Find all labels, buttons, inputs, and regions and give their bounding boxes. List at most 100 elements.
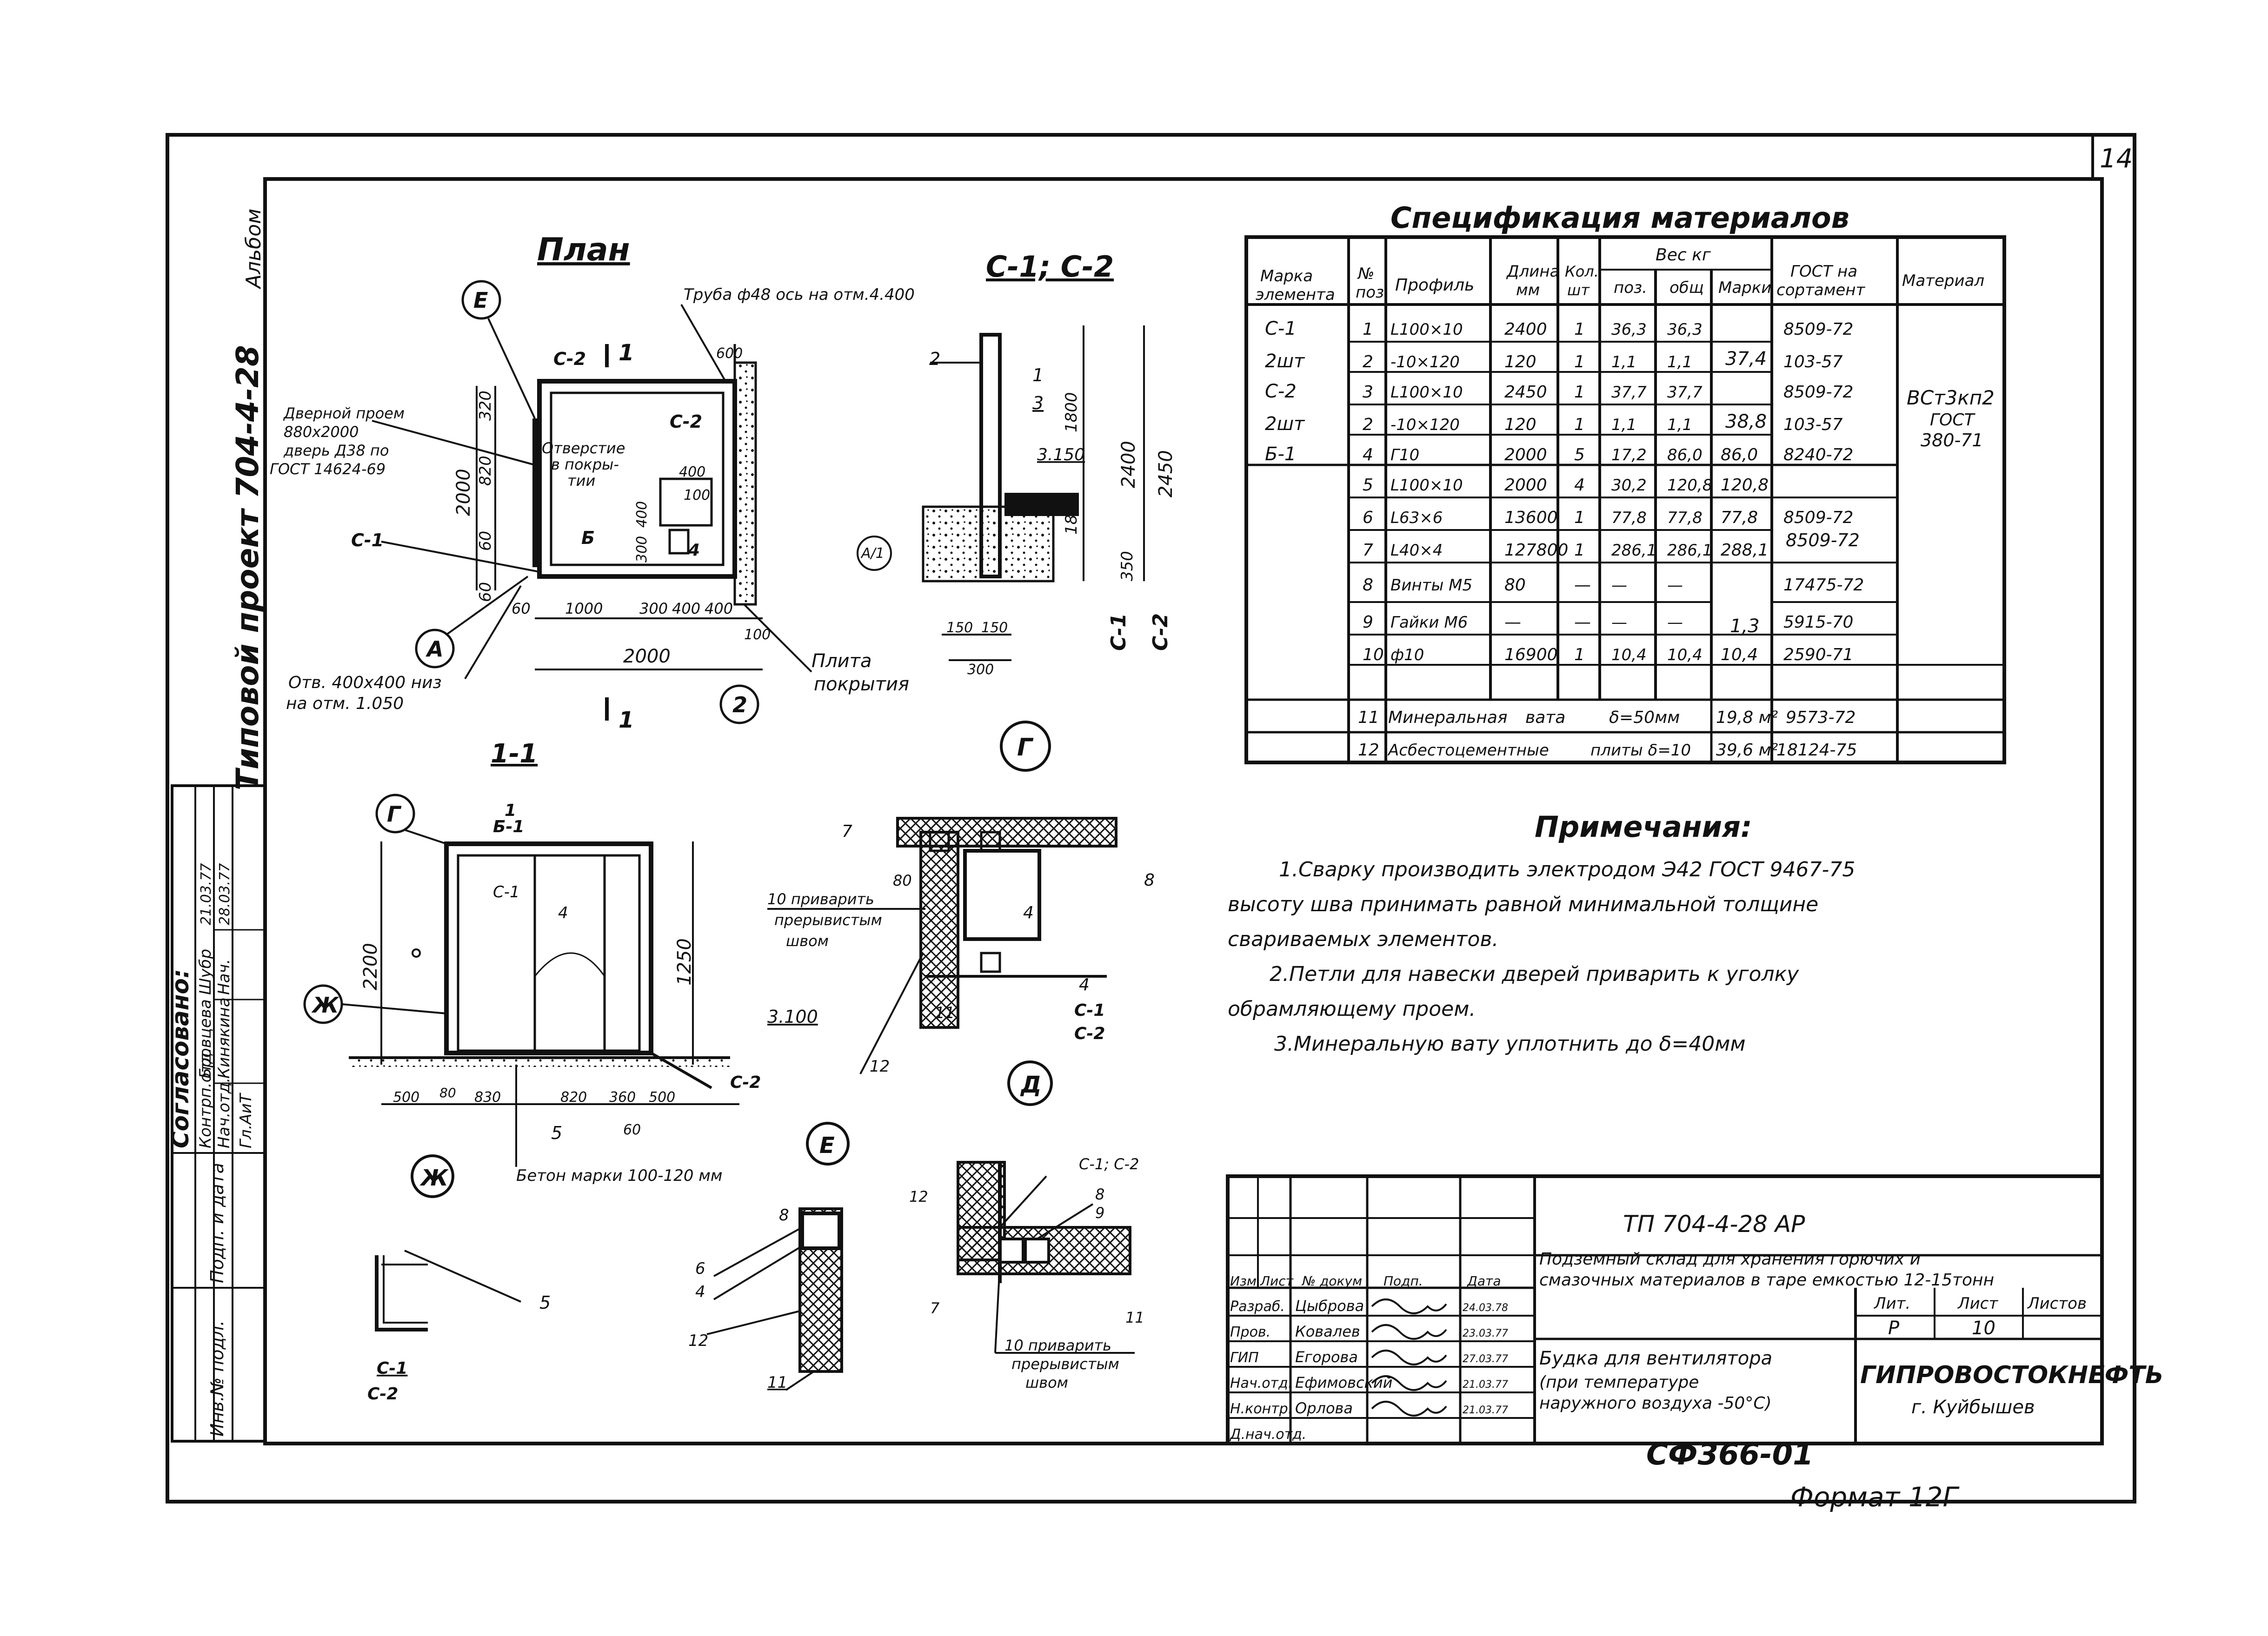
spec-cell-wt: 1,1: [1667, 416, 1692, 434]
node-d-view: 7 8 80 4 4 11 12 10 приварить прерывисты…: [767, 817, 1155, 1106]
spec-cell-len: 16900: [1504, 645, 1558, 664]
signature-mark: [1371, 1298, 1447, 1314]
spec-cell-wp: 286,1: [1611, 541, 1656, 560]
notes-line-1: 1.Сварку производить электродом Э42 ГОСТ…: [1279, 858, 1855, 881]
node-d-label: Д: [1020, 1071, 1042, 1098]
sec11-mark-b1: Б-1: [493, 817, 524, 836]
spec-cell-wt: 286,1: [1667, 541, 1712, 560]
spec-cell-len: 2000: [1504, 476, 1547, 495]
node-d-weld-1: 10 приварить: [767, 890, 874, 908]
sec-c-dim-300: 300: [967, 662, 994, 678]
section-c-title: С-1; С-2: [986, 250, 1114, 284]
node-d-label-c2: С-2: [1074, 1024, 1105, 1043]
spec-cell-wm: 77,8: [1721, 508, 1758, 527]
spec-cell-len: 13600: [1504, 508, 1558, 527]
spec-cell-gost: 103-57: [1783, 415, 1843, 434]
node-zh-circle-2: [411, 1154, 454, 1198]
signature-mark: [1371, 1350, 1447, 1365]
plan-dim-b-2: 300: [639, 600, 668, 617]
node-d-mark-7: 7: [842, 822, 852, 841]
node-d-mark-11: 11: [935, 1004, 955, 1022]
notes-line-2: высоту шва принимать равной минимальной …: [1228, 893, 1818, 916]
stamp-stage-h: Лит.: [1873, 1294, 1910, 1313]
plan-dim-60: 60: [476, 531, 495, 551]
plan-axis-a-circle: [415, 629, 455, 669]
plan-dim-2000-v: 2000: [453, 469, 474, 516]
spec-cell-mark: С-2: [1265, 381, 1297, 402]
node-zh-label-c1: С-1: [377, 1359, 407, 1378]
sec-c-label-c1: С-1: [1107, 613, 1131, 651]
spec-row12-text2: плиты δ=10: [1590, 741, 1691, 760]
spec-cell-profile: -10×120: [1390, 353, 1460, 371]
spec-cell-wp: 1,1: [1611, 416, 1636, 434]
spec-cell-pos: 8: [1363, 576, 1373, 595]
spec-title: Спецификация материалов: [1390, 201, 1849, 235]
spec-material-1: ВСт3кп2: [1907, 386, 1995, 409]
spec-cell-qty: 1: [1574, 645, 1585, 664]
stamp-person-role: Разраб.: [1230, 1298, 1285, 1315]
sec-c-axis-circle: [857, 536, 892, 571]
stamp-head-1: Лист: [1260, 1273, 1294, 1289]
project-number-vertical: Типовой проект 704-4-28: [230, 345, 266, 790]
spec-h-length-2: мм: [1516, 281, 1540, 299]
plan-mark-b: Б: [581, 528, 595, 548]
plan-dim-2000-h: 2000: [623, 646, 671, 667]
agreed-row-1-dept: Контрп.отд.: [196, 1047, 215, 1148]
node-e-mark-4: 4: [695, 1283, 705, 1301]
spec-row11-gost: 9573-72: [1786, 708, 1856, 727]
stamp-title-3: наружного воздуха -50°С): [1539, 1394, 1772, 1413]
sec11-dim-360: 360: [609, 1089, 636, 1106]
stamp-person-role: Д.нач.отд.: [1229, 1426, 1306, 1443]
spec-cell-pos: 2: [1363, 415, 1373, 434]
stamp-object-1: Подземный склад для хранения горючих и: [1539, 1250, 1921, 1269]
node-e2-mark-7: 7: [930, 1299, 940, 1317]
left-strip: Согласовано: Контрп.отд. Бровцева Шубр 2…: [167, 784, 266, 1443]
spec-h-wtot: общ: [1669, 278, 1704, 297]
plan-axis-2-circle: [719, 684, 759, 724]
spec-cell-profile: L100×10: [1390, 476, 1463, 495]
stamp-sheet-no: 10: [1972, 1318, 1995, 1339]
spec-cell-qty: 1: [1574, 415, 1585, 434]
spec-cell-pos: 5: [1363, 476, 1373, 495]
sec11-label-c2: С-2: [730, 1073, 761, 1092]
plan-axis-e-circle: [461, 280, 501, 320]
spec-h-length-1: Длина: [1506, 262, 1559, 281]
plan-inner-300v: 300: [634, 536, 650, 563]
agreed-row-1-date: 21.03.77: [198, 863, 214, 925]
spec-cell-wp: 17,2: [1611, 446, 1647, 464]
plan-inner-600: 600: [716, 345, 743, 362]
stamp-person-name: Ковалев: [1295, 1323, 1360, 1340]
spec-cell-wp: 10,4: [1611, 646, 1647, 664]
node-d-weld-2: прерывистым: [774, 911, 882, 929]
spec-cell-profile: Гайки М6: [1390, 613, 1468, 632]
agreed-row-3-dept: Гл.АиТ: [237, 1093, 255, 1148]
spec-cell-profile: Винты М5: [1390, 576, 1472, 595]
agreed-label: Согласовано:: [167, 969, 194, 1148]
sheet-number: 14: [2100, 144, 2133, 174]
node-e-mark-11: 11: [767, 1373, 787, 1392]
plan-slab-2: покрытия: [814, 674, 909, 695]
spec-cell-wt: —: [1667, 576, 1683, 595]
spec-merged-b89: 1,3: [1730, 616, 1760, 637]
spec-h-weight: Вес кг: [1656, 245, 1711, 265]
stamp-person-role: Н.контр.: [1230, 1401, 1292, 1417]
node-e2-mark-12: 12: [909, 1188, 928, 1205]
spec-cell-pos: 7: [1363, 541, 1373, 560]
spec-cell-qty: 1: [1574, 541, 1585, 560]
node-e-label: Е: [819, 1133, 835, 1159]
signature-mark: [1371, 1401, 1447, 1417]
stamp-title-2: (при температуре: [1539, 1373, 1699, 1392]
spec-cell-wp: 37,7: [1611, 383, 1647, 402]
sec-c-dim-1800b: 1800: [1062, 494, 1081, 535]
stamp-person-name: Ефимовский: [1295, 1374, 1392, 1391]
stamp-person-date: 24.03.78: [1463, 1302, 1508, 1314]
sec-c-dim-150b: 150: [981, 620, 1008, 636]
node-e2-mark-c: С-1; С-2: [1079, 1155, 1139, 1173]
spec-merged-c2: 38,8: [1725, 411, 1767, 432]
spec-cell-mark: 2шт: [1265, 351, 1305, 372]
album-label: Альбом: [242, 209, 266, 290]
plan-axis-a: А: [426, 636, 444, 662]
stamp-org: ГИПРОВОСТОКНЕФТЬ: [1860, 1361, 2163, 1389]
spec-cell-gost: 5915-70: [1783, 613, 1853, 632]
